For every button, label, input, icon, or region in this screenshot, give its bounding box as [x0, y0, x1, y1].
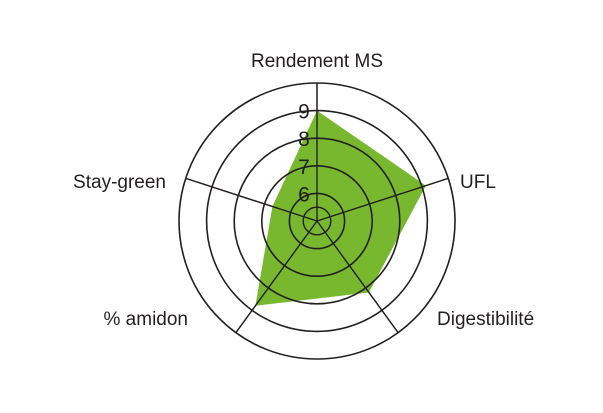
- radar-tick-label-8: 8: [298, 128, 310, 151]
- radar-axis-label-3: % amidon: [104, 309, 189, 330]
- radar-axis-label-4: Stay-green: [73, 172, 166, 193]
- radar-axis-label-1: UFL: [460, 172, 496, 193]
- radar-tick-label-9: 9: [298, 101, 310, 124]
- radar-axis-label-2: Digestibilité: [437, 309, 534, 330]
- radar-tick-label-7: 7: [298, 156, 310, 179]
- radar-axis-label-0: Rendement MS: [251, 51, 383, 72]
- radar-tick-label-6: 6: [298, 183, 310, 206]
